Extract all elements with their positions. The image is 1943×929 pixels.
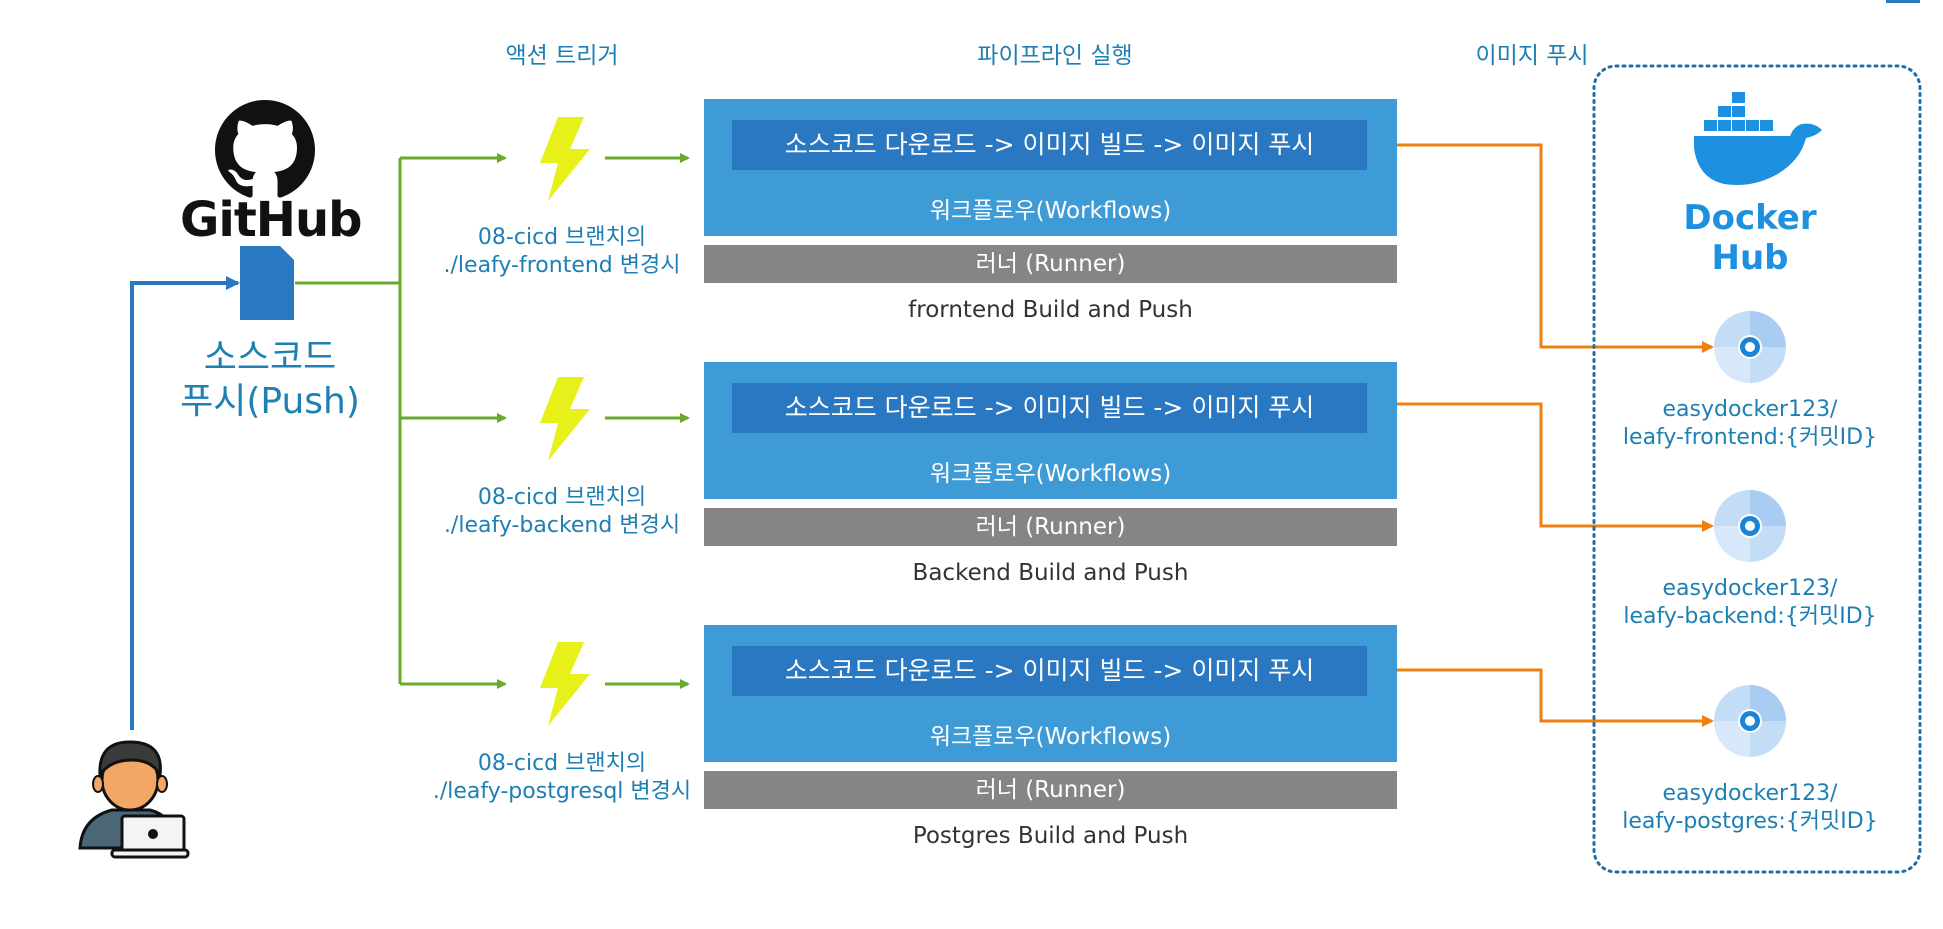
image-disc-icon-1 <box>1713 310 1787 384</box>
push-arrow-3 <box>1368 668 1714 727</box>
header-trigger: 액션 트리거 <box>505 43 619 69</box>
header-push: 이미지 푸시 <box>1475 43 1589 69</box>
workflow-label-3: 워크플로우(Workflows) <box>929 724 1172 750</box>
header-pipeline: 파이프라인 실행 <box>977 43 1133 69</box>
trigger-bolt-icon-1 <box>538 117 590 201</box>
image-disc-icon-3 <box>1713 684 1787 758</box>
steps-bar-2: 소스코드 다운로드 -> 이미지 빌드 -> 이미지 푸시 <box>732 383 1367 433</box>
workflow-box-2: 소스코드 다운로드 -> 이미지 빌드 -> 이미지 푸시 워크플로우(Work… <box>704 362 1397 499</box>
corner-mark <box>1886 0 1920 3</box>
image-label-3: easydocker123/ leafy-postgres:{커밋ID} <box>1622 781 1878 834</box>
docker-hub-logo-text: Docker Hub <box>1683 198 1817 278</box>
workflow-box-3: 소스코드 다운로드 -> 이미지 빌드 -> 이미지 푸시 워크플로우(Work… <box>704 625 1397 762</box>
github-logo-text: GitHub <box>180 192 363 248</box>
steps-bar-3: 소스코드 다운로드 -> 이미지 빌드 -> 이미지 푸시 <box>732 646 1367 696</box>
source-file-icon <box>240 246 294 320</box>
workflow-box-1: 소스코드 다운로드 -> 이미지 빌드 -> 이미지 푸시 워크플로우(Work… <box>704 99 1397 236</box>
image-label-2: easydocker123/ leafy-backend:{커밋ID} <box>1623 576 1877 629</box>
trigger-condition-2: 08-cicd 브랜치의 ./leafy-backend 변경시 <box>443 485 681 538</box>
runner-bar-2: 러너 (Runner) <box>704 508 1397 546</box>
workflow-label-2: 워크플로우(Workflows) <box>929 461 1172 487</box>
image-disc-icon-2 <box>1713 489 1787 563</box>
push-arrow-2 <box>1368 402 1714 532</box>
workflow-label-1: 워크플로우(Workflows) <box>929 198 1172 224</box>
developer-avatar-icon <box>72 730 190 860</box>
image-label-1: easydocker123/ leafy-frontend:{커밋ID} <box>1622 397 1878 450</box>
trigger-condition-1: 08-cicd 브랜치의 ./leafy-frontend 변경시 <box>443 225 681 278</box>
steps-bar-1: 소스코드 다운로드 -> 이미지 빌드 -> 이미지 푸시 <box>732 120 1367 170</box>
github-octocat-icon <box>215 100 315 200</box>
push-arrow-1 <box>1368 143 1714 353</box>
developer-push-arrow <box>130 276 240 730</box>
push-label: 소스코드 푸시(Push) <box>180 337 360 422</box>
runner-bar-3: 러너 (Runner) <box>704 771 1397 809</box>
trigger-bolt-icon-3 <box>538 642 590 726</box>
pipeline-name-2: Backend Build and Push <box>912 560 1189 586</box>
pipeline-name-1: frorntend Build and Push <box>908 297 1193 323</box>
docker-whale-icon <box>1690 92 1826 188</box>
runner-bar-1: 러너 (Runner) <box>704 245 1397 283</box>
docker-hub-container <box>1592 64 1922 874</box>
trigger-bolt-icon-2 <box>538 377 590 461</box>
trigger-condition-3: 08-cicd 브랜치의 ./leafy-postgresql 변경시 <box>432 751 692 804</box>
pipeline-name-3: Postgres Build and Push <box>912 823 1189 849</box>
